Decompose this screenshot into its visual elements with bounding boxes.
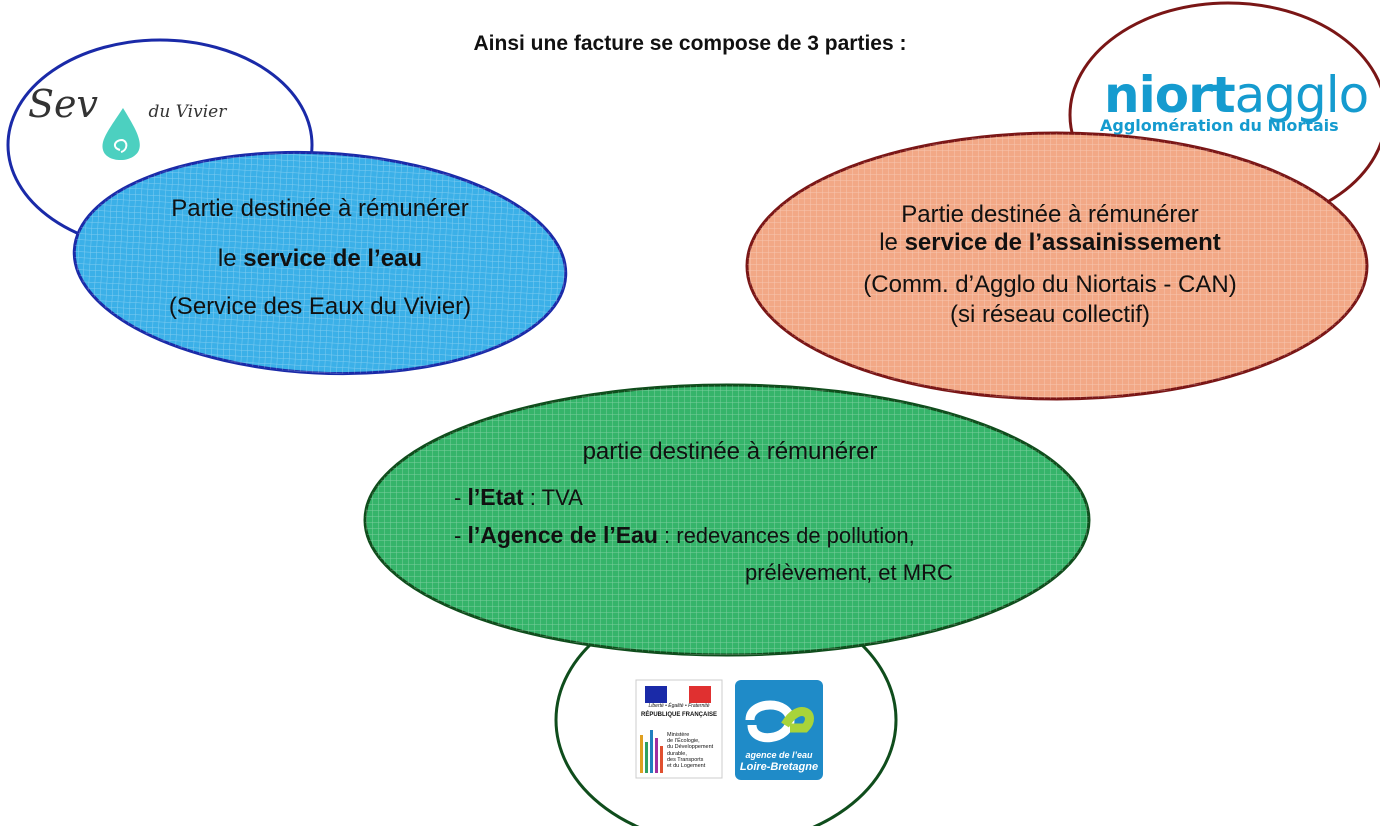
water-service-bold: service de l’eau [243, 245, 423, 272]
ministry-republic: RÉPUBLIQUE FRANÇAISE [640, 712, 717, 718]
agency-bullet-continuation: prélèvement, et MRC [745, 560, 953, 585]
water-service-prefix: le [217, 245, 244, 272]
sanitation-service-ellipse [745, 131, 1369, 401]
state-bullet-rest: : TVA [523, 485, 583, 510]
ministry-logo [635, 679, 723, 779]
ministry-motto: Liberté • Égalité • Fraternité [648, 703, 710, 709]
agency-bullet: - l’Agence de l’Eau : redevances de poll… [454, 524, 915, 547]
ministry-line: Ministère [667, 732, 690, 738]
ministry-lines: Ministère de l’Écologie, du Développemen… [667, 732, 722, 769]
sanitation-line2: le service de l’assainissement [800, 231, 1300, 255]
state-agency-line1: partie destinée à rémunérer [582, 438, 878, 465]
water-service-ellipse [72, 150, 568, 376]
ministry-line: et du Logement [667, 763, 706, 770]
water-drop-spiral-icon [102, 108, 140, 161]
agence-logo-line1: agence de l’eau [745, 750, 813, 760]
agence-eau-logo [735, 680, 823, 780]
sev-logo-main: Sev [28, 82, 98, 126]
page-title: Ainsi une facture se compose de 3 partie… [473, 32, 907, 55]
water-service-line3: (Service des Eaux du Vivier) [168, 293, 472, 320]
ministry-line: du Développement [667, 744, 714, 751]
sanitation-line4: (si réseau collectif) [949, 301, 1151, 328]
state-bullet: - l’Etat : TVA [454, 486, 583, 509]
sev-logo: Sev du Vivier [28, 82, 226, 126]
state-bullet-dash: - [454, 485, 468, 510]
water-service-line2: le service de l’eau [120, 247, 520, 271]
sanitation-line1: Partie destinée à rémunérer [901, 201, 1199, 228]
ministry-line: de l’Écologie, [667, 738, 700, 745]
agency-bullet-bold: l’Agence de l’Eau [467, 522, 658, 548]
niort-logo-word2: agglo [1234, 66, 1370, 124]
agency-bullet-dash: - [454, 523, 468, 548]
agency-bullet-rest: : redevances de pollution, [657, 523, 915, 548]
ministry-line: durable, [667, 750, 687, 757]
ministry-line: des Transports [667, 756, 704, 763]
niort-agglo-logo: niortagglo [1104, 70, 1369, 120]
agence-logo-line2: Loire-Bretagne [739, 761, 819, 773]
state-bullet-bold: l’Etat [467, 484, 524, 510]
sanitation-prefix: le [879, 229, 905, 256]
state-agency-ellipse [363, 383, 1091, 657]
niort-logo-subtitle: Agglomération du Niortais [1100, 116, 1339, 135]
water-service-line1: Partie destinée à rémunérer [171, 195, 469, 222]
sanitation-line3: (Comm. d’Agglo du Niortais - CAN) [863, 271, 1237, 298]
sanitation-bold: service de l’assainissement [904, 229, 1221, 256]
niort-logo-word1: niort [1104, 66, 1236, 124]
sev-logo-sub: du Vivier [148, 102, 227, 122]
